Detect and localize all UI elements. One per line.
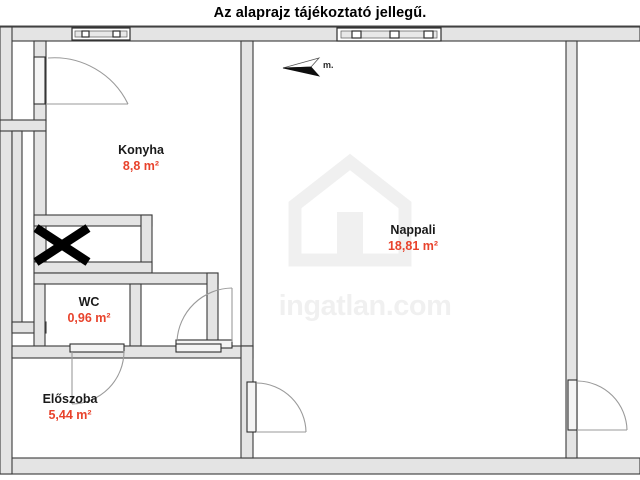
door-eloszoba-north-right: [175, 343, 222, 353]
north-arrow-dark-half: [282, 66, 321, 77]
door-konyha-south: [175, 287, 233, 349]
north-arrow-light-half: [282, 57, 321, 69]
window-top-nappali: [336, 27, 442, 42]
page-title: Az alaprajz tájékoztató jellegű.: [213, 5, 427, 21]
cross-mark-shaft: [33, 224, 91, 266]
walls-right-section: [565, 40, 578, 459]
door-nappali-west: [246, 381, 307, 433]
door-eloszoba-north-left: [69, 343, 125, 405]
door-right-room-west: [567, 379, 628, 431]
door-konyha-west: [33, 56, 129, 105]
north-arrow: m.: [281, 54, 337, 80]
north-arrow-label: m.: [323, 60, 334, 70]
exterior-walls: [0, 26, 640, 475]
window-top-konyha: [71, 27, 131, 41]
